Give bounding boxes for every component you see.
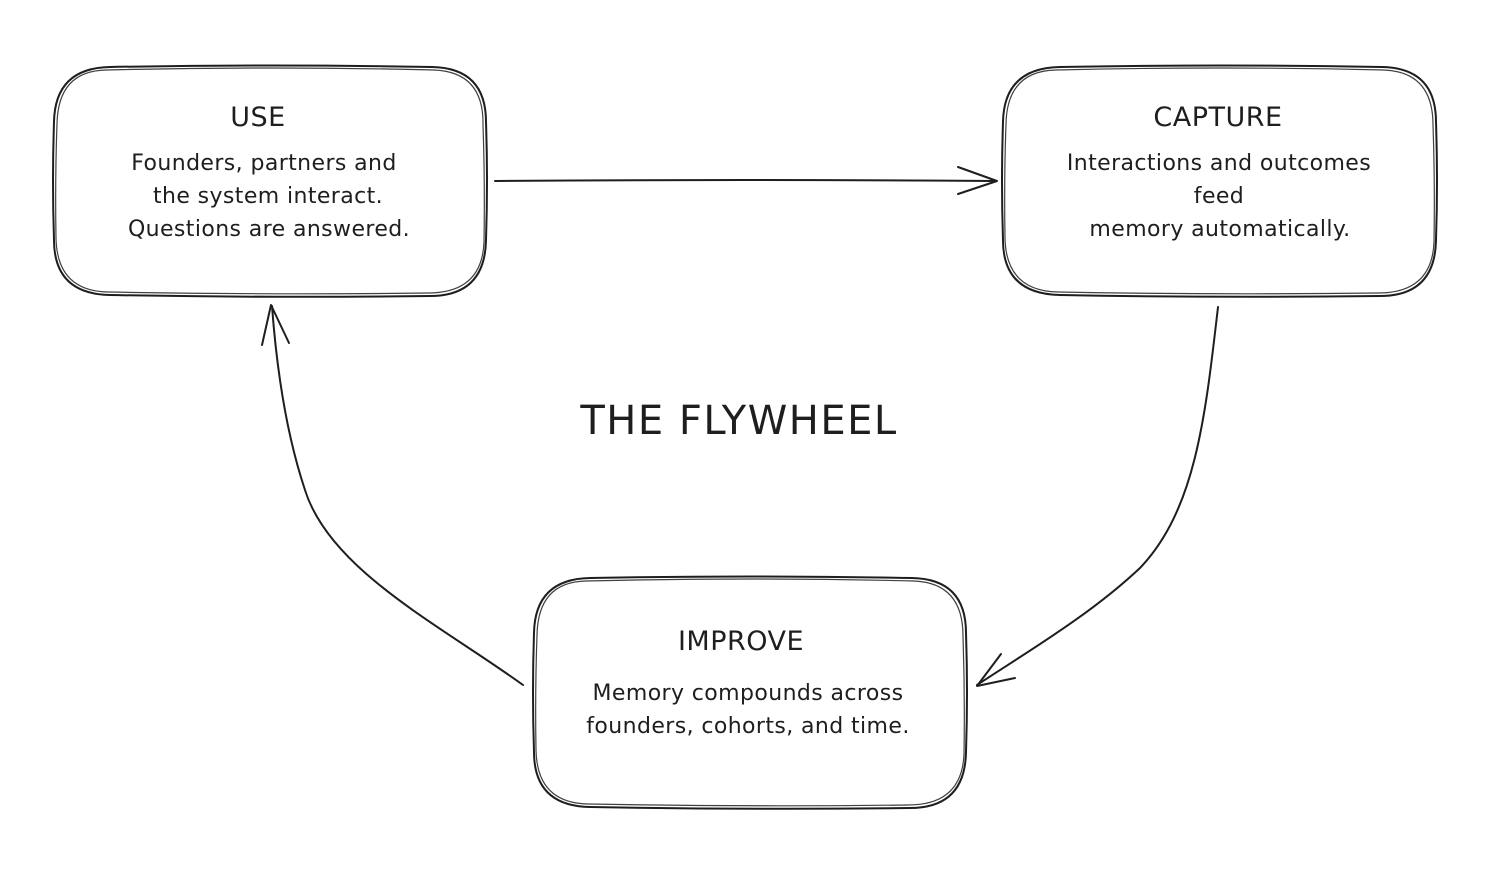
node-improve-line-2: founders, cohorts, and time. [586,714,909,739]
node-use-line-2: the system interact. [153,184,383,209]
node-capture-title: CAPTURE [1153,102,1282,133]
node-use-line-1: Founders, partners and [131,151,397,176]
node-use-title: USE [230,102,285,133]
node-improve-title: IMPROVE [678,626,804,657]
node-capture-outline [1001,64,1438,298]
node-improve-outline [532,575,968,810]
edge-use-to-capture-arrowhead [957,166,998,195]
node-capture-outline-sketch [1004,67,1435,295]
edge-capture-to-improve-arrowhead [976,653,1016,687]
edge-use-to-capture [494,166,998,195]
edge-improve-to-use-arrowhead [261,304,290,346]
node-capture-line-3: memory automatically. [1089,217,1350,242]
node-use-outline-sketch [55,67,485,295]
node-improve-outline-sketch [535,578,965,807]
edge-improve-to-use [261,304,524,686]
node-use-line-3: Questions are answered. [128,217,410,242]
node-improve-line-1: Memory compounds across [593,681,904,706]
edge-capture-to-improve [976,306,1219,687]
edge-capture-to-improve-line [976,306,1219,686]
node-use-outline [52,64,488,298]
node-use[interactable]: USE Founders, partners and the system in… [52,64,488,298]
edge-improve-to-use-line [271,305,524,686]
node-capture[interactable]: CAPTURE Interactions and outcomes feed m… [1001,64,1438,298]
node-capture-line-2: feed [1194,184,1244,209]
node-capture-line-1: Interactions and outcomes [1067,151,1371,176]
edge-use-to-capture-line [494,179,996,182]
node-improve[interactable]: IMPROVE Memory compounds across founders… [532,575,968,810]
diagram-title: THE FLYWHEEL [579,398,897,444]
